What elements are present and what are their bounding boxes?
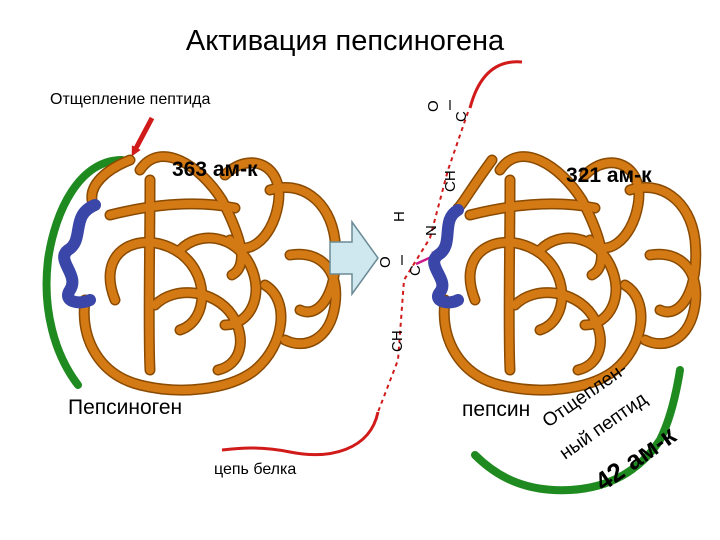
- left-count-label: 363 ам-к: [172, 158, 258, 181]
- right-count-label: 321 ам-к: [566, 164, 652, 187]
- cleavage-arrow-red: [131, 116, 155, 157]
- bond-o-mid: O: [377, 256, 394, 268]
- bond-dashes: [377, 111, 469, 413]
- pepsinogen-molecule: [58, 151, 342, 396]
- protein-chain-bottom: [221, 411, 380, 457]
- bond-ch-top: CH: [442, 170, 459, 192]
- bond-o-top: O: [425, 100, 442, 112]
- pepsin-label: пепсин: [462, 398, 530, 421]
- bond-c-top: C: [453, 111, 470, 122]
- bond-n: N: [423, 225, 440, 236]
- protein-chain-top: [468, 60, 523, 109]
- cleavage-label: Отщепление пептида: [50, 91, 211, 108]
- bond-c-mid: C: [407, 265, 424, 276]
- left-peptide: [42, 156, 126, 389]
- title: Активация пепсиногена: [186, 25, 505, 57]
- transition-arrow: [329, 219, 379, 297]
- released-peptide: [471, 366, 684, 495]
- pepsin-molecule: [428, 151, 702, 396]
- bond-h: H: [391, 211, 408, 222]
- pepsinogen-label: Пепсиноген: [68, 396, 182, 419]
- bond-ch-bottom: CH: [389, 330, 406, 352]
- protein-chain-label: цепь белка: [214, 461, 296, 478]
